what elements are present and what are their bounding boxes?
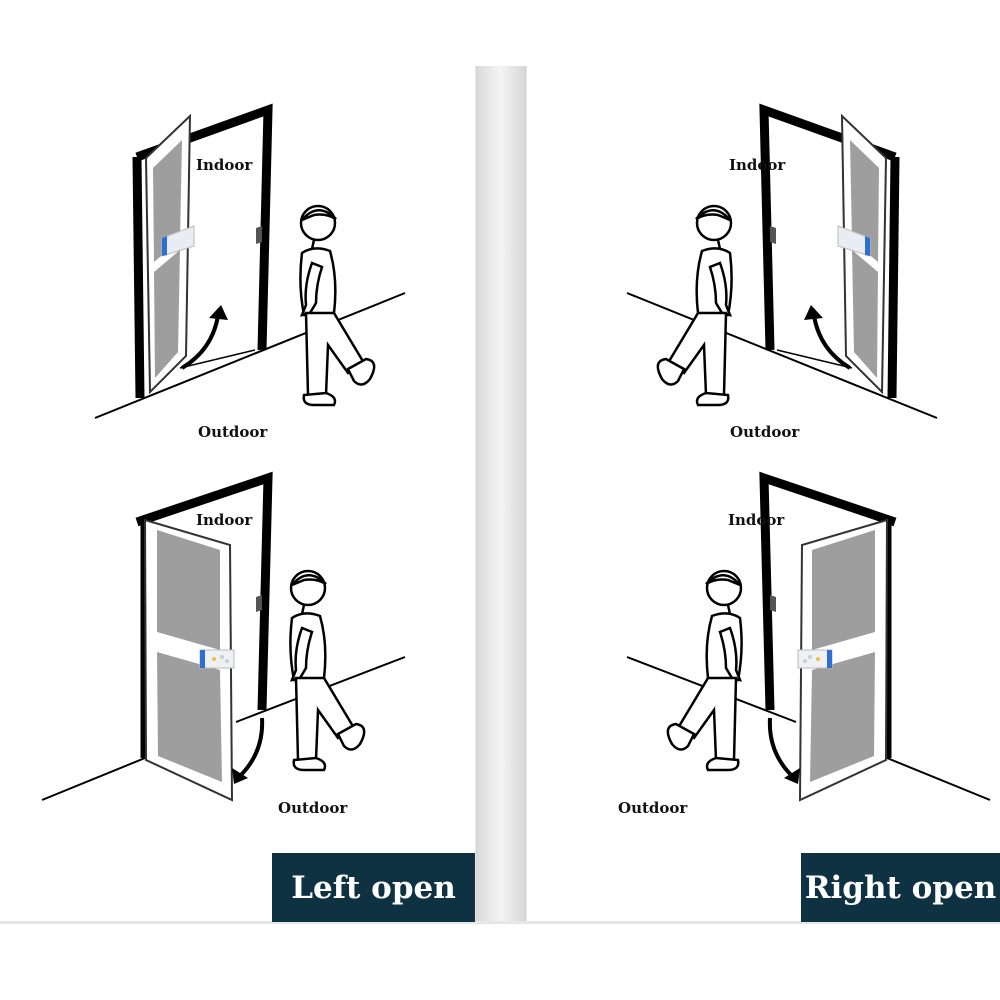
outdoor-label-top-right: Outdoor [730,423,800,441]
indoor-label-top-right: Indoor [729,156,786,174]
outdoor-label-bottom-right: Outdoor [618,799,688,817]
outdoor-label-top-left: Outdoor [198,423,268,441]
indoor-label-top-left: Indoor [196,156,253,174]
indoor-label-bottom-right: Indoor [728,511,785,529]
bottom-divider [0,921,1000,924]
right-open-banner: Right open [801,853,1000,922]
indoor-label-bottom-left: Indoor [196,511,253,529]
central-pillar [476,66,526,922]
outdoor-label-bottom-left: Outdoor [278,799,348,817]
left-open-banner: Left open [272,853,475,922]
